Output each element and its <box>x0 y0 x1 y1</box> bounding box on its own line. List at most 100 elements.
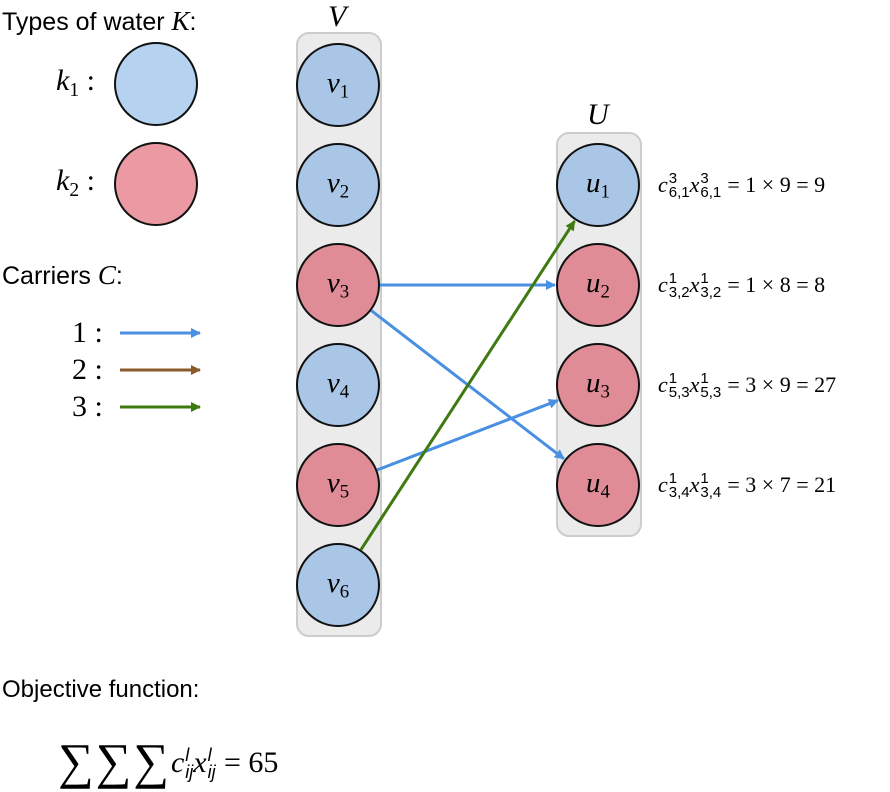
node-label-u2: u2 <box>586 267 610 303</box>
equation-part: 3,4 <box>668 484 690 502</box>
equation-part: 3,4 <box>700 484 722 502</box>
colon: : <box>86 64 95 97</box>
equation-part: c <box>658 372 668 397</box>
equation-part: 6,1 <box>668 184 690 202</box>
node-v6 <box>296 543 380 627</box>
node-v1 <box>296 43 380 127</box>
node-u1 <box>556 143 640 227</box>
colon: : <box>94 353 103 386</box>
colon: : <box>94 316 103 349</box>
equation-part: 1 <box>668 470 678 487</box>
sum-signs: ∑∑∑ <box>58 733 171 789</box>
node-label-v4: v4 <box>326 367 350 403</box>
node-label-v1: v1 <box>326 67 350 103</box>
water-types-symbol: K <box>171 6 190 36</box>
equation-part: x <box>689 472 700 497</box>
node-label-v6: v6 <box>326 567 350 603</box>
equation-part: 5,3 <box>668 384 690 402</box>
colon: : <box>189 8 197 36</box>
objective-c-sup: l <box>185 745 190 766</box>
colon: : <box>94 390 103 423</box>
equation-part: x <box>689 172 700 197</box>
edge-v5-u3 <box>376 399 559 472</box>
equation-part: 1 <box>700 470 709 487</box>
carrier-3-label: 3 : <box>72 392 103 422</box>
equation-part: 3 <box>668 170 678 187</box>
equation-part: 6,1 <box>700 184 722 202</box>
node-label-u3: u3 <box>586 367 610 403</box>
carrier-1-number: 1 <box>72 316 87 349</box>
objective-value: = 65 <box>223 746 279 779</box>
legend-water-k1 <box>114 42 198 126</box>
carriers-title: Carriers C: <box>2 262 123 289</box>
equation-part: 3,2 <box>668 284 690 302</box>
carrier-2-number: 2 <box>72 353 87 386</box>
node-v4 <box>296 343 380 427</box>
node-u3 <box>556 343 640 427</box>
water-types-title: Types of water K: <box>2 8 197 35</box>
equation-part: = 3 × 9 = 27 <box>727 372 837 397</box>
equation-part: 1 <box>700 370 709 387</box>
equation-part: 3,2 <box>700 284 722 302</box>
objective-x-sub: ij <box>207 762 216 783</box>
k2-letter: k <box>56 164 70 197</box>
node-v2 <box>296 143 380 227</box>
carriers-title-text: Carriers <box>2 262 91 290</box>
objective-x-sup: l <box>207 745 212 766</box>
set-u-label: U <box>587 98 609 131</box>
objective-title: Objective function: <box>2 676 200 703</box>
k1-sub: 1 <box>69 79 80 101</box>
legend-k2-label: k2 : <box>56 164 95 201</box>
colon: : <box>115 262 123 290</box>
node-label-u1: u1 <box>586 167 610 203</box>
equation-part: 1 <box>700 270 709 287</box>
equation-part: = 1 × 9 = 9 <box>727 172 826 197</box>
node-v3 <box>296 243 380 327</box>
node-label-v2: v2 <box>326 167 350 203</box>
node-u4 <box>556 443 640 527</box>
set-u-panel <box>556 132 642 537</box>
node-v5 <box>296 443 380 527</box>
set-v-label: V <box>328 0 347 33</box>
equation-part: = 3 × 7 = 21 <box>727 472 837 497</box>
equation-part: c <box>658 272 668 297</box>
node-label-v3: v3 <box>326 267 350 303</box>
node-u2 <box>556 243 640 327</box>
equation-part: = 1 × 8 = 8 <box>727 272 826 297</box>
equation-part: 3 <box>700 170 709 187</box>
colon: : <box>86 164 95 197</box>
carrier-1-label: 1 : <box>72 318 103 348</box>
equation-part: x <box>689 372 700 397</box>
edge-v6-u1 <box>359 220 576 551</box>
carrier-3-number: 3 <box>72 390 87 423</box>
equation-part: 1 <box>668 270 678 287</box>
water-types-title-text: Types of water <box>2 8 165 36</box>
objective-c-sub: ij <box>185 762 194 783</box>
k2-sub: 2 <box>69 179 80 201</box>
equation-part: c <box>658 172 668 197</box>
node-label-v5: v5 <box>326 467 350 503</box>
carriers-symbol: C <box>97 260 116 290</box>
equation-part: c <box>658 472 668 497</box>
equation-part: x <box>689 272 700 297</box>
legend-water-k2 <box>114 142 198 226</box>
equation-part: 5,3 <box>700 384 722 402</box>
node-label-u4: u4 <box>586 467 610 503</box>
carrier-2-label: 2 : <box>72 355 103 385</box>
legend-k1-label: k1 : <box>56 64 95 101</box>
k1-letter: k <box>56 64 70 97</box>
